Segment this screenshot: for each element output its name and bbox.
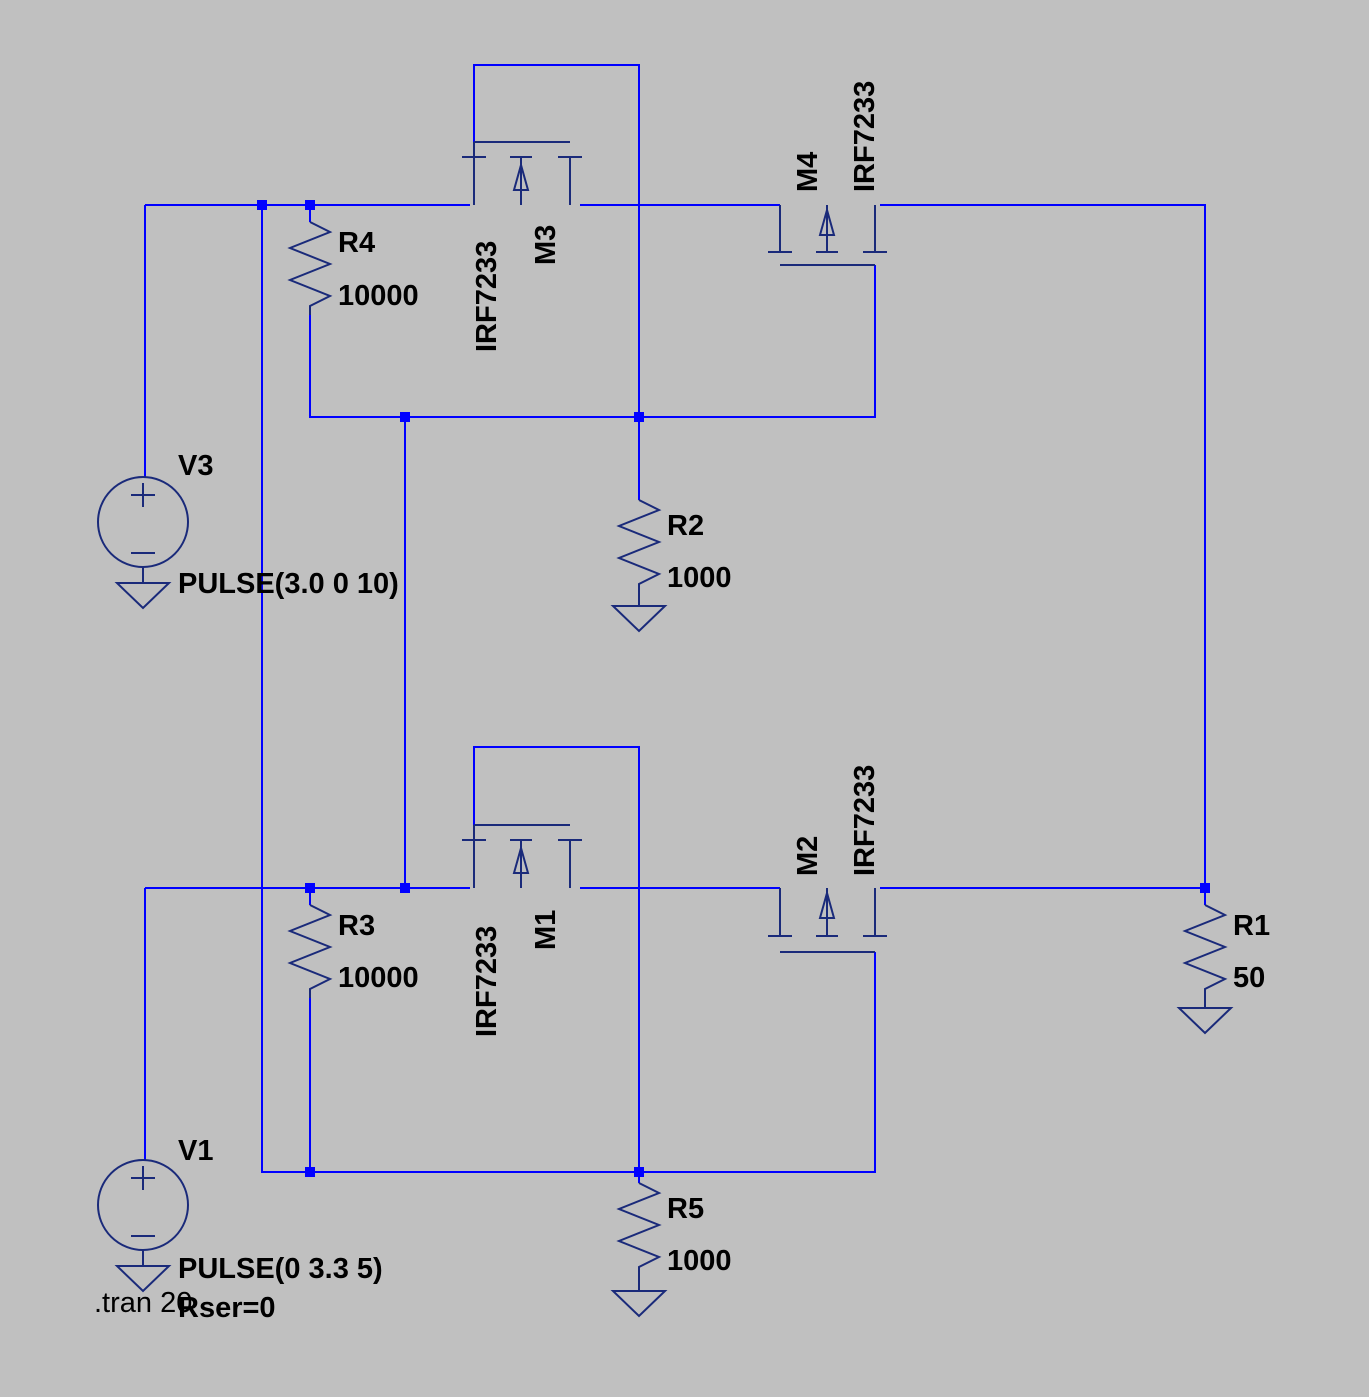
v3-ref-label: V3	[178, 450, 213, 482]
r4-value-label: 10000	[338, 280, 419, 312]
resistor-r4[interactable]: R4 10000	[287, 221, 419, 315]
r1-ref-label: R1	[1233, 910, 1270, 942]
m4-ref-label: M4	[792, 152, 824, 192]
resistor-r5[interactable]: R5 1000	[616, 1182, 732, 1290]
v3-value-label: PULSE(3.0 0 10)	[178, 568, 399, 600]
v1-rser-label: Rser=0	[178, 1292, 276, 1324]
r3-ref-label: R3	[338, 910, 375, 942]
r4-ref-label: R4	[338, 227, 375, 259]
resistor-r1[interactable]: R1 50	[1182, 904, 1270, 1008]
r5-value-label: 1000	[667, 1245, 732, 1277]
r5-ref-label: R5	[667, 1193, 704, 1225]
spice-directive[interactable]: .tran 20	[94, 1287, 192, 1319]
ground-v1	[114, 1265, 172, 1293]
voltage-source-v1[interactable]: V1 PULSE(0 3.3 5) Rser=0	[97, 1135, 383, 1324]
m4-model-label: IRF7233	[849, 81, 881, 192]
r2-value-label: 1000	[667, 562, 732, 594]
m1-model-label: IRF7233	[471, 926, 503, 1037]
m2-ref-label: M2	[792, 836, 824, 876]
mosfet-m3[interactable]: IRF7233 M3	[462, 141, 582, 352]
ground-r1	[1176, 1007, 1234, 1035]
mosfet-m2[interactable]: M2 IRF7233	[768, 765, 887, 953]
v1-ref-label: V1	[178, 1135, 213, 1167]
mosfet-m1[interactable]: IRF7233 M1	[462, 824, 582, 1037]
m1-ref-label: M1	[530, 910, 562, 950]
r1-value-label: 50	[1233, 962, 1265, 994]
voltage-source-v3[interactable]: V3 PULSE(3.0 0 10)	[97, 450, 399, 600]
r2-ref-label: R2	[667, 510, 704, 542]
resistor-r2[interactable]: R2 1000	[616, 499, 732, 605]
ground-r2	[610, 605, 668, 633]
m3-model-label: IRF7233	[471, 241, 503, 352]
junctions	[257, 200, 1210, 1177]
ground-r5	[610, 1290, 668, 1318]
ground-v3	[114, 582, 172, 610]
v1-value-label: PULSE(0 3.3 5)	[178, 1253, 383, 1285]
resistor-r3[interactable]: R3 10000	[287, 904, 419, 998]
m2-model-label: IRF7233	[849, 765, 881, 876]
r3-value-label: 10000	[338, 962, 419, 994]
wires	[144, 64, 1206, 1183]
mosfet-m4[interactable]: M4 IRF7233	[768, 81, 887, 266]
m3-ref-label: M3	[530, 225, 562, 265]
